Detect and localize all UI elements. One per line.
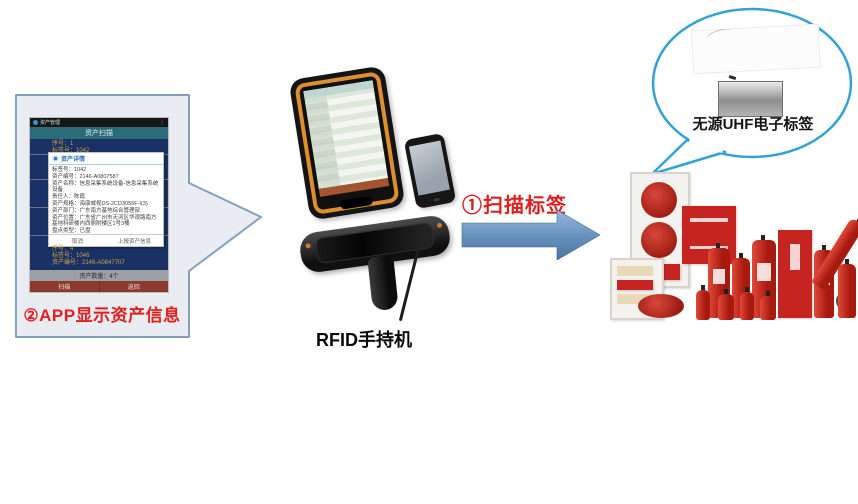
extinguisher-label <box>757 263 771 281</box>
dialog-footer: 取消 上报资产信息 <box>49 234 163 246</box>
fire-equipment-photo <box>608 166 858 324</box>
list-item[interactable]: 序号：1 标签号：1042 <box>52 141 90 154</box>
extinguisher <box>740 287 754 320</box>
dialog-submit-button[interactable]: 上报资产信息 <box>117 238 151 245</box>
sign-text-line <box>690 246 728 249</box>
extinguisher <box>760 291 776 320</box>
tag-caption: 无源UHF电子标签 <box>692 116 814 133</box>
list-item[interactable]: 序号：4 标签号：1046 资产编号：2146-A0847707 <box>52 246 125 266</box>
app-screenshot: 资产管理 ⋮ 资产扫描 序号：1 标签号：1042 资产详情 标签号：1042 … <box>30 118 168 292</box>
hose-reel <box>641 182 677 218</box>
dialog-field: 盘点类型：已盘 <box>52 228 91 234</box>
asset-detail-dialog: 资产详情 标签号：1042 资产编号：2146-A0807587 资产名称：信息… <box>48 152 164 247</box>
sign-text-line <box>690 218 728 222</box>
dialog-field: 责任人：陈霞 <box>52 194 86 201</box>
extinguisher <box>718 289 734 320</box>
reader-accent-dot <box>305 243 311 249</box>
asset-count-bar: 资产数量：4个 <box>30 270 168 281</box>
reader-grip <box>367 254 399 312</box>
app-status-bar: 资产管理 ⋮ <box>30 118 168 127</box>
extinguisher <box>838 259 856 318</box>
dialog-field: 资产部门：广东南方基地综合管理部 <box>52 207 141 214</box>
dialog-field: 资产编号：2146-A0807587 <box>52 173 119 180</box>
cabinet-shelf <box>617 266 653 276</box>
dialog-fields: 标签号：1042 资产编号：2146-A0807587 资产名称：信息采集系统设… <box>49 165 163 234</box>
step1-caption: ①扫描标签 <box>462 195 567 217</box>
dialog-icon <box>52 155 59 162</box>
cabinet-label <box>790 244 800 270</box>
scan-button[interactable]: 扫描 <box>58 285 71 291</box>
step2-caption: ②APP显示资产信息 <box>23 306 181 325</box>
dialog-field: 资产规格：海康威视DS-2CD3055F-I(3) <box>52 200 148 207</box>
extinguisher-cabinet <box>778 230 812 318</box>
hose-reel <box>641 222 677 258</box>
app-logo-icon <box>33 120 38 125</box>
dialog-cancel-button[interactable]: 取消 <box>71 238 83 245</box>
dialog-header: 资产详情 <box>49 153 163 165</box>
device-caption: RFID手持机 <box>316 330 412 350</box>
back-button[interactable]: 返回 <box>98 281 169 292</box>
asset-list: 序号：1 标签号：1042 资产详情 标签号：1042 资产编号：2146-A0… <box>30 139 168 270</box>
pistol-grip-reader-photo <box>296 198 464 328</box>
dialog-field: 资产名称：信息采集系统设备-信息采集系统设备 <box>52 180 159 194</box>
scan-direction-arrow <box>461 209 601 261</box>
app-status-title: 资产管理 <box>40 120 61 126</box>
extinguisher-label <box>712 269 726 285</box>
faded-tag-image <box>690 23 822 75</box>
dialog-field: 标签号：1042 <box>52 167 87 173</box>
overflow-menu-icon[interactable]: ⋮ <box>159 119 165 126</box>
app-header-title: 资产扫描 <box>30 127 168 139</box>
cabinet-shelf <box>617 294 653 304</box>
reader-accent-dot <box>436 222 443 229</box>
app-action-bar: 扫描 返回 <box>30 281 168 292</box>
dialog-title: 资产详情 <box>61 157 86 163</box>
extinguisher <box>696 285 710 320</box>
uhf-tag-image <box>718 81 783 117</box>
cabinet-contents <box>617 280 653 290</box>
fire-hose-disc <box>638 294 684 318</box>
dialog-field: 资产位置：广东省广州市天河区华观路南方基地科研楼内西侧附楼区1号3楼 <box>52 214 157 228</box>
